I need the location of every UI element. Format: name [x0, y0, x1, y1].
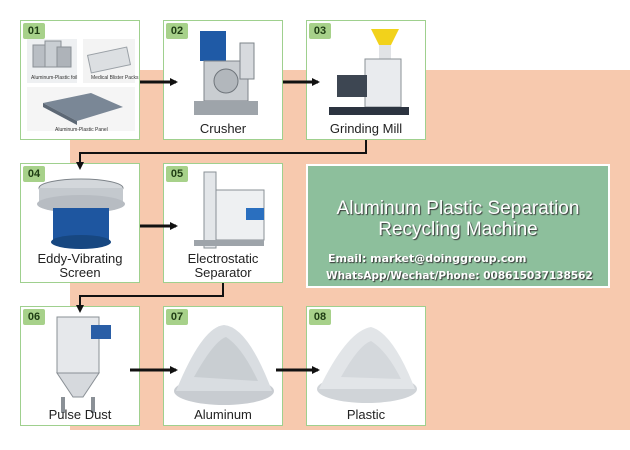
arrow-03-04 [76, 140, 367, 170]
step-number: 01 [23, 23, 45, 39]
step-02-card: 02 Crusher [163, 20, 283, 140]
step-number: 05 [166, 166, 188, 182]
aluminum-powder-image [174, 325, 274, 405]
step-05-card: 05 Electrostatic Separator [163, 163, 283, 283]
step-label-line2: Screen [59, 265, 101, 280]
sub-label: Aluminum-Plastic foil [31, 75, 78, 81]
aluminum-plastic-materials-image [27, 39, 135, 131]
step-06-card: 06 Pulse Dust [20, 306, 140, 426]
product-title-line1: Aluminum Plastic Separation [336, 198, 580, 219]
step-04-card: 04 Eddy-Vibrating Screen [20, 163, 140, 283]
step-number: 03 [309, 23, 331, 39]
step-07-card: 07 Aluminum [163, 306, 283, 426]
step-label: Crusher [199, 121, 247, 136]
sub-label: Aluminum-Plastic Panel [55, 127, 108, 133]
step-label: Plastic [346, 407, 386, 422]
step-03-card: 03 Grinding Mill [306, 20, 426, 140]
crusher-image [194, 31, 258, 115]
step-08-card: 08 Plastic [306, 306, 426, 426]
contact-phone: WhatsApp/Wechat/Phone: 008615037138562 [326, 270, 593, 282]
grinding-mill-image [329, 29, 409, 115]
step-number: 02 [166, 23, 188, 39]
step-label-line1: Eddy-Vibrating [37, 251, 123, 266]
contact-email: Email: market@doinggroup.com [328, 252, 527, 265]
plastic-powder-image [317, 327, 417, 403]
step-number: 04 [23, 166, 45, 182]
electrostatic-separator-image [194, 171, 265, 249]
sub-label: Medical Blister Packs [91, 75, 139, 81]
step-label-line2: Separator [194, 265, 252, 280]
eddy-vibrating-screen-image [37, 178, 125, 249]
step-label-line1: Electrostatic [187, 251, 259, 266]
pulse-dust-collector-image [56, 316, 111, 413]
step-label: Pulse Dust [48, 407, 112, 422]
step-number: 07 [166, 309, 188, 325]
step-label: Grinding Mill [329, 121, 403, 136]
product-info-panel: Aluminum Plastic Separation Recycling Ma… [306, 164, 610, 288]
arrow-05-06 [76, 283, 224, 313]
step-number: 08 [309, 309, 331, 325]
product-title-line2: Recycling Machine [378, 219, 538, 240]
step-number: 06 [23, 309, 45, 325]
step-label: Aluminum [194, 407, 252, 422]
step-01-card: 01 Aluminum-Plastic foil Medical Blister… [20, 20, 140, 140]
